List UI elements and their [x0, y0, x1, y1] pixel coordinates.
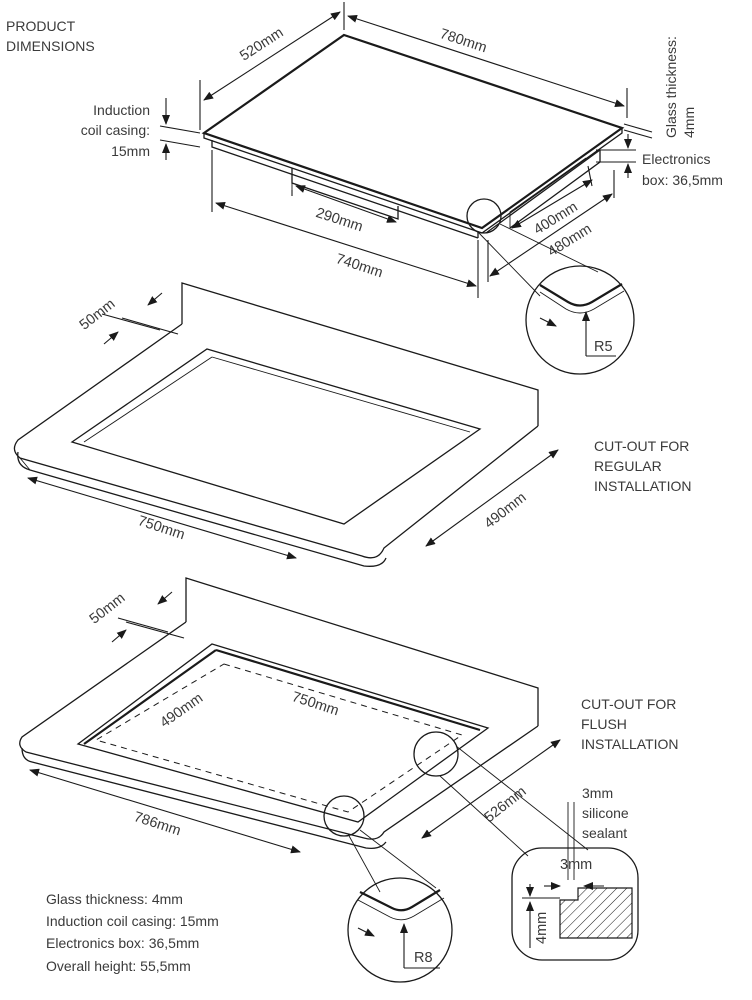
regular-dim-750: 750mm: [27, 476, 297, 560]
regular-heading-2: REGULAR: [594, 458, 662, 474]
r5-label: R5: [594, 339, 613, 355]
r8-detail: R8: [323, 795, 453, 983]
dim-780: 780mm: [343, 2, 628, 118]
specs-list: Glass thickness: 4mm Induction coil casi…: [46, 891, 219, 974]
dim-740-label: 740mm: [334, 251, 385, 281]
flush-margin-label: 50mm: [87, 590, 129, 627]
dim-coil-casing: Induction coil casing: 15mm: [81, 98, 201, 160]
coil-casing-line-2: coil casing:: [81, 122, 150, 138]
spec-item: Overall height: 55,5mm: [46, 958, 191, 974]
sealant-line-2: silicone: [582, 805, 629, 821]
flush-dim-526: 526mm: [421, 739, 561, 839]
spec-item: Electronics box: 36,5mm: [46, 935, 199, 951]
coil-casing-line-3: 15mm: [111, 143, 150, 159]
r8-label: R8: [414, 950, 433, 966]
dim-290-label: 290mm: [314, 205, 365, 235]
electronics-box-line-2: box: 36,5mm: [642, 172, 723, 188]
flush-heading-1: CUT-OUT FOR: [581, 696, 676, 712]
glass-thickness-line-1: Glass thickness:: [663, 36, 679, 138]
flush-heading-2: FLUSH: [581, 716, 627, 732]
regular-depth-label: 490mm: [482, 490, 530, 532]
spec-item: Glass thickness: 4mm: [46, 891, 183, 907]
title-line-1: PRODUCT: [6, 18, 76, 34]
regular-dim-490: 490mm: [425, 449, 559, 547]
flush-heading-3: INSTALLATION: [581, 736, 679, 752]
regular-margin-label: 50mm: [77, 296, 119, 333]
regular-dim-50: 50mm: [77, 292, 179, 345]
electronics-box-line-1: Electronics: [642, 151, 710, 167]
regular-heading-1: CUT-OUT FOR: [594, 438, 689, 454]
spec-item: Induction coil casing: 15mm: [46, 913, 219, 929]
dim-glass-thickness: Glass thickness: 4mm: [623, 36, 697, 139]
sealant-line-3: sealant: [582, 825, 627, 841]
coil-casing-line-1: Induction: [93, 102, 150, 118]
flush-inner-depth-label: 490mm: [157, 690, 206, 731]
dim-520: 520mm: [199, 11, 341, 130]
sealant-detail: 3mm 4mm: [413, 731, 639, 961]
flush-dim-50: 50mm: [87, 590, 185, 643]
regular-heading-3: INSTALLATION: [594, 478, 692, 494]
detail-depth-label: 4mm: [534, 912, 550, 944]
detail-gap-label: 3mm: [560, 857, 592, 873]
dim-electronics-box: Electronics box: 36,5mm: [596, 134, 723, 188]
dim-520-label: 520mm: [237, 25, 286, 65]
glass-thickness-line-2: 4mm: [681, 107, 697, 138]
r5-detail: R5: [466, 198, 635, 375]
title-line-2: DIMENSIONS: [6, 38, 95, 54]
flush-inner-width-label: 750mm: [290, 689, 341, 719]
sealant-line-1: 3mm: [582, 785, 613, 801]
dim-780-label: 780mm: [438, 26, 489, 56]
